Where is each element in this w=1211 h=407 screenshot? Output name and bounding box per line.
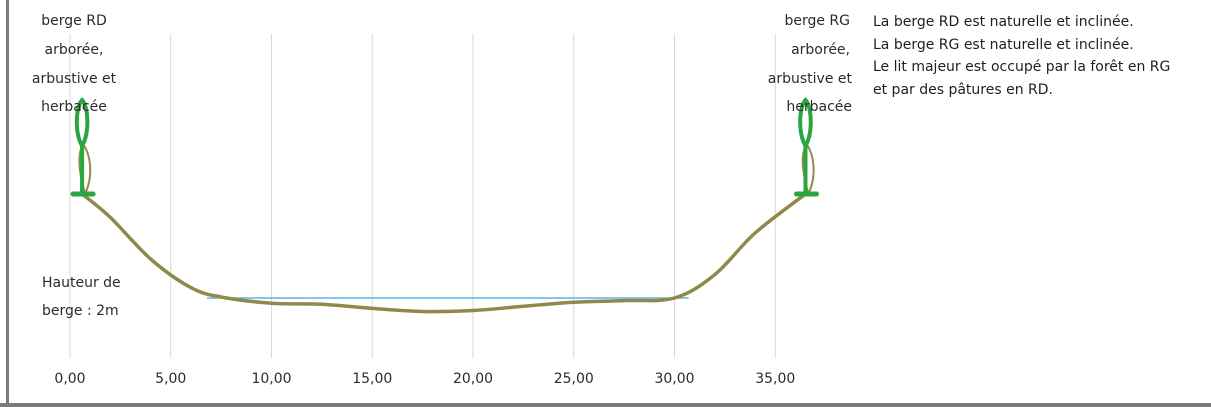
description-rd: La berge RD est naturelle et inclinée.: [873, 14, 1134, 30]
bank-rg-line-1: berge RG: [784, 13, 850, 29]
x-tick-label-2: 10,00: [251, 371, 291, 387]
tree-trunk: [74, 97, 90, 196]
chart-annotations: berge RD arborée, arbustive et herbacée …: [32, 13, 853, 319]
description-rg: La berge RG est naturelle et inclinée.: [873, 36, 1134, 53]
bottom-frame-border: [0, 403, 1211, 407]
x-tick-label-6: 30,00: [654, 371, 694, 387]
cross-section-chart: berge RD arborée, arbustive et herbacée …: [32, 13, 853, 387]
bank-rg-line-4: herbacée: [786, 99, 852, 115]
chart-gridlines: [69, 34, 776, 358]
x-tick-label-4: 20,00: [453, 371, 493, 387]
bank-height-line-2: berge : 2m: [42, 303, 119, 319]
x-tick-label-1: 5,00: [155, 371, 186, 387]
bank-rd-line-1: berge RD: [41, 13, 106, 29]
bank-profile-line: [80, 192, 808, 314]
x-tick-label-3: 15,00: [352, 371, 392, 387]
x-tick-label-0: 0,00: [54, 371, 85, 387]
tree-rg-icon: [793, 97, 819, 197]
bank-rg-line-2: arborée,: [791, 42, 850, 58]
x-tick-label-7: 35,00: [755, 371, 795, 387]
bank-description: La berge RD est naturelle et inclinée. L…: [873, 11, 1173, 101]
bank-rd-line-2: arborée,: [45, 42, 104, 58]
bank-rd-line-3: arbustive et: [32, 71, 117, 87]
bank-height-line-1: Hauteur de: [42, 275, 121, 291]
tree-rd-icon: [70, 97, 96, 197]
bank-rg-line-3: arbustive et: [768, 71, 853, 87]
chart-tree-icons: [70, 97, 819, 197]
description-floodplain: Le lit majeur est occupé par la forêt en…: [873, 59, 1171, 98]
left-frame-border: [6, 0, 9, 407]
chart-series: [80, 192, 808, 314]
x-axis-tick-labels: 0,00 5,00 10,00 15,00 20,00 25,00 30,00 …: [54, 371, 795, 387]
x-tick-label-5: 25,00: [554, 371, 594, 387]
bank-rd-line-4: herbacée: [41, 99, 107, 115]
chart-svg: berge RD arborée, arbustive et herbacée …: [32, 13, 853, 387]
tree-trunk: [798, 97, 813, 196]
